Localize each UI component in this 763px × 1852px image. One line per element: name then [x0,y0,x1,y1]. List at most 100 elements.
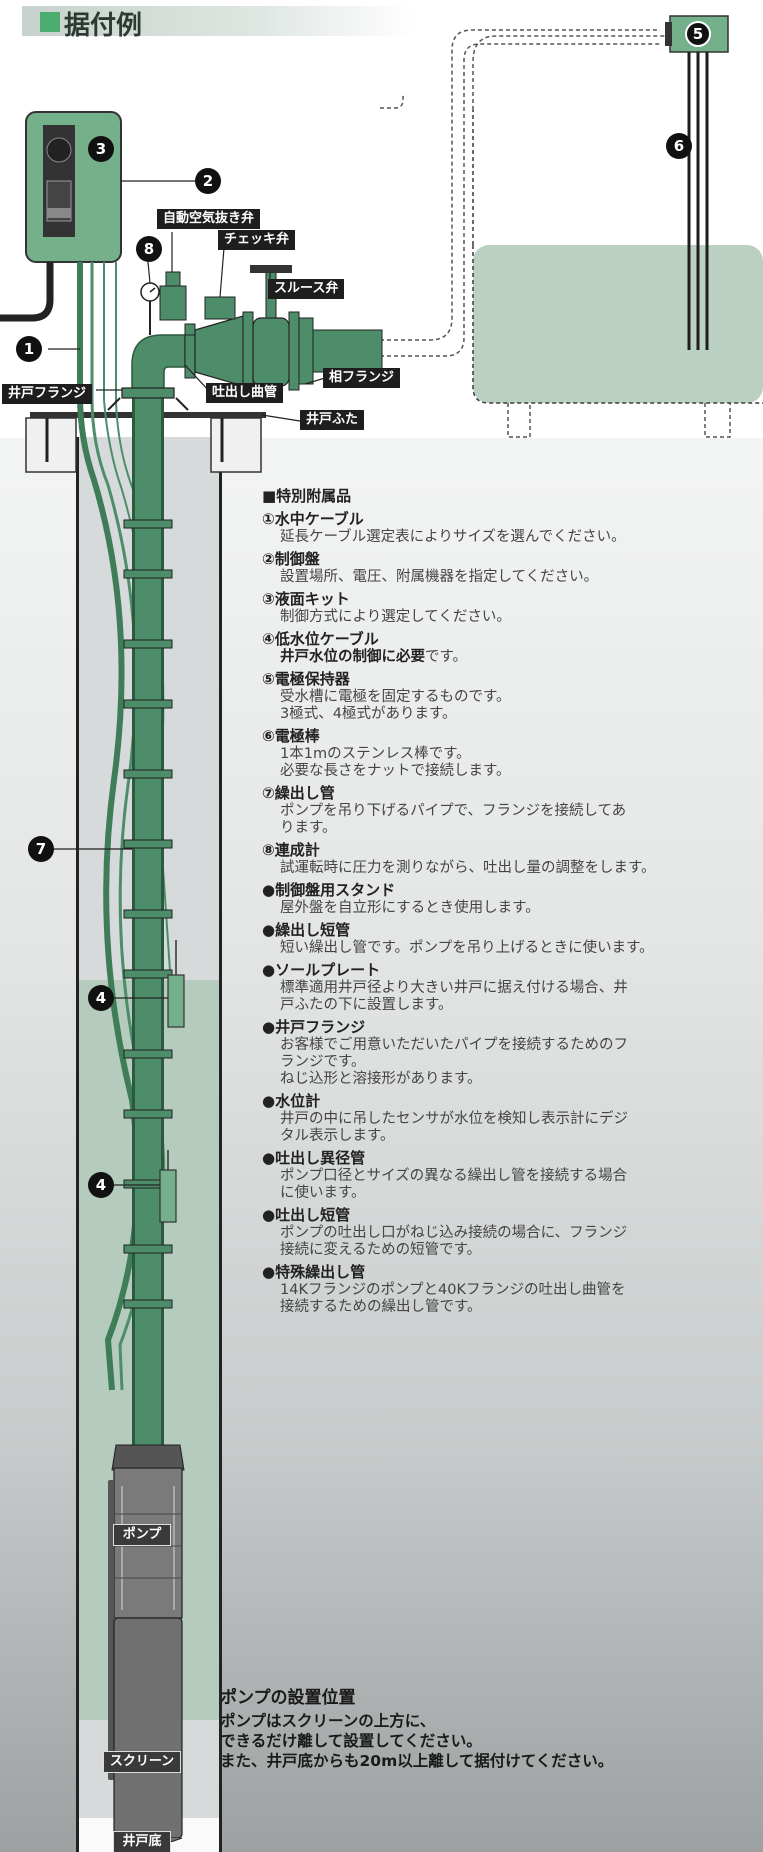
accessory-item-description: に使います。 [280,1185,366,1201]
accessories-items: ①水中ケーブル延長ケーブル選定表によりサイズを選んでください。②制御盤設置場所、… [262,510,757,1316]
marker-4a-icon: 4 [88,985,114,1011]
note-line: ポンプはスクリーンの上方に、 [220,1712,436,1730]
marker-5-icon: 5 [685,21,711,47]
sluice-valve-handle [250,265,292,273]
sluice-valve-flange [288,311,300,391]
label-auto-air-valve: 自動空気抜き弁 [157,209,261,229]
pipe-flange-band [123,839,173,849]
note-line: できるだけ離して設置してください。 [220,1732,482,1750]
outlet-pipe [312,329,383,373]
delivery-pipe-outer [380,29,660,341]
pipe-flange-band [123,1049,173,1059]
pipe-flange-band [123,1299,173,1309]
air-release-cap [165,271,181,287]
accessory-item-description: 延長ケーブル選定表によりサイズを選んでください。 [280,529,626,545]
marker-1-icon: 1 [16,336,42,362]
page-title: 据付例 [64,11,143,41]
title-square-icon [40,12,60,32]
low-water-electrode-2 [159,1169,177,1223]
accessory-item: ⑧連成計試運転時に圧力を測りながら、吐出し量の調整をします。 [262,841,757,877]
leader-mating-flange [304,377,326,385]
leader-well-cover [261,414,301,422]
accessory-item-description: 制御方式により選定してください。 [280,609,511,625]
riser-pipe [132,395,164,1445]
accessory-item-description: 接続するための繰出し管です。 [280,1299,482,1315]
accessory-item-description: 3極式、4極式があります。 [280,706,457,722]
well-wall-right [219,437,222,1852]
accessory-item-description: ポンプの吐出し口がねじ込み接続の場合に、フランジ [280,1225,628,1241]
accessory-item-description: 屋外盤を自立形にするとき使用します。 [280,900,540,916]
accessory-item-name: ●繰出し短管 [262,921,351,939]
marker-3-icon: 3 [88,136,114,162]
accessory-item: ●吐出し異径管ポンプ口径とサイズの異なる繰出し管を接続する場合に使います。 [262,1149,757,1202]
accessory-item: ③液面キット制御方式により選定してください。 [262,590,757,626]
accessory-item: ⑤電極保持器受水槽に電極を固定するものです。3極式、4極式があります。 [262,670,757,723]
accessory-item-description: ポンプ口径とサイズの異なる繰出し管を接続する場合 [280,1168,628,1184]
accessory-item: ●井戸フランジお客様でご用意いただいたパイプを接続するためのフランジです。ねじ込… [262,1018,757,1088]
accessory-item-description: ります。 [280,820,337,836]
support-block-left [25,417,77,473]
well-flange-struts [107,397,189,411]
pump-cable-guard [108,1480,114,1780]
leader-discharge-bend [184,364,211,393]
accessory-item-name: ●吐出し短管 [262,1206,351,1224]
accessory-item: ●制御盤用スタンド屋外盤を自立形にするとき使用します。 [262,881,757,917]
accessory-item-name: ③液面キット [262,590,350,608]
accessory-item-description: 接続に変えるための短管です。 [280,1242,482,1258]
air-release-valve [159,285,187,321]
pipe-flange-band [123,969,173,979]
marker-6-icon: 6 [666,133,692,159]
marker-8-icon: 8 [136,236,162,262]
accessory-item-description: 14Kフランジのポンプと40Kフランジの吐出し曲管を [280,1282,626,1298]
accessory-item: ②制御盤設置場所、電圧、附属機器を指定してください。 [262,550,757,586]
special-accessories-list: ■特別附属品 ①水中ケーブル延長ケーブル選定表によりサイズを選んでください。②制… [262,486,757,1320]
label-screen: スクリーン [103,1751,181,1773]
gauge-needle [149,287,156,293]
pipe-flange-band [123,519,173,529]
accessory-item-name: ●井戸フランジ [262,1018,366,1036]
leader-check-valve [219,247,225,298]
label-well-flange: 井戸フランジ [2,384,93,404]
label-sluice-valve: スルース弁 [268,279,345,299]
riser-pipe-edge [132,395,135,1445]
anchor-bolts [45,418,224,462]
accessory-item-name: ●ソールプレート [262,961,381,979]
accessory-item-description: 井戸の中に吊したセンサが水位を検知し表示計にデジ [280,1111,628,1127]
accessory-item: ⑦繰出し管ポンプを吊り下げるパイプで、フランジを接続してあります。 [262,784,757,837]
delivery-pipe-inner [380,43,660,357]
note-title: ポンプの設置位置 [220,1688,356,1708]
sluice-valve-body [252,317,290,387]
leader-8 [147,261,151,284]
riser-pipe-edge-right [161,395,164,1445]
electrode-holder-clip [665,22,672,46]
accessory-item-name: ●特殊繰出し管 [262,1263,366,1281]
title-bar [22,6,414,36]
low-water-electrode-1 [167,974,185,1028]
note-line: また、井戸底からも20m以上離して据付けてください。 [220,1752,614,1770]
label-pump: ポンプ [113,1524,171,1546]
accessory-item-description: ポンプを吊り下げるパイプで、フランジを接続してあ [280,803,627,819]
pipe-flange-band [123,639,173,649]
pipe-flange-band [123,699,173,709]
accessory-item-name: ②制御盤 [262,550,320,568]
accessory-item-name: ●水位計 [262,1092,321,1110]
delivery-pipe-return [380,95,404,109]
accessory-item-description: ランジです。 [280,1054,366,1070]
accessory-item-description: 短い繰出し管です。ポンプを吊り上げるときに使います。 [280,940,654,956]
accessory-item: ●吐出し短管ポンプの吐出し口がねじ込み接続の場合に、フランジ接続に変えるための短… [262,1206,757,1259]
accessory-item: ●水位計井戸の中に吊したセンサが水位を検知し表示計にデジタル表示します。 [262,1092,757,1145]
pipe-flanges [123,519,173,1309]
pump-stages [114,1513,182,1579]
emphasis-text: 井戸水位の制御に必要 [280,649,425,665]
accessory-item-name: ⑦繰出し管 [262,784,335,802]
check-valve-body [194,315,244,387]
accessory-item-name: ⑧連成計 [262,841,320,859]
mating-flange [298,317,314,385]
marker-7-icon: 7 [28,836,54,862]
description-suffix: です。 [425,649,468,665]
accessory-item: ●ソールプレート標準適用井戸径より大きい井戸に据え付ける場合、井戸ふたの下に設置… [262,961,757,1014]
panel-switch-lever [47,208,71,218]
accessory-item-name: ④低水位ケーブル [262,630,379,648]
